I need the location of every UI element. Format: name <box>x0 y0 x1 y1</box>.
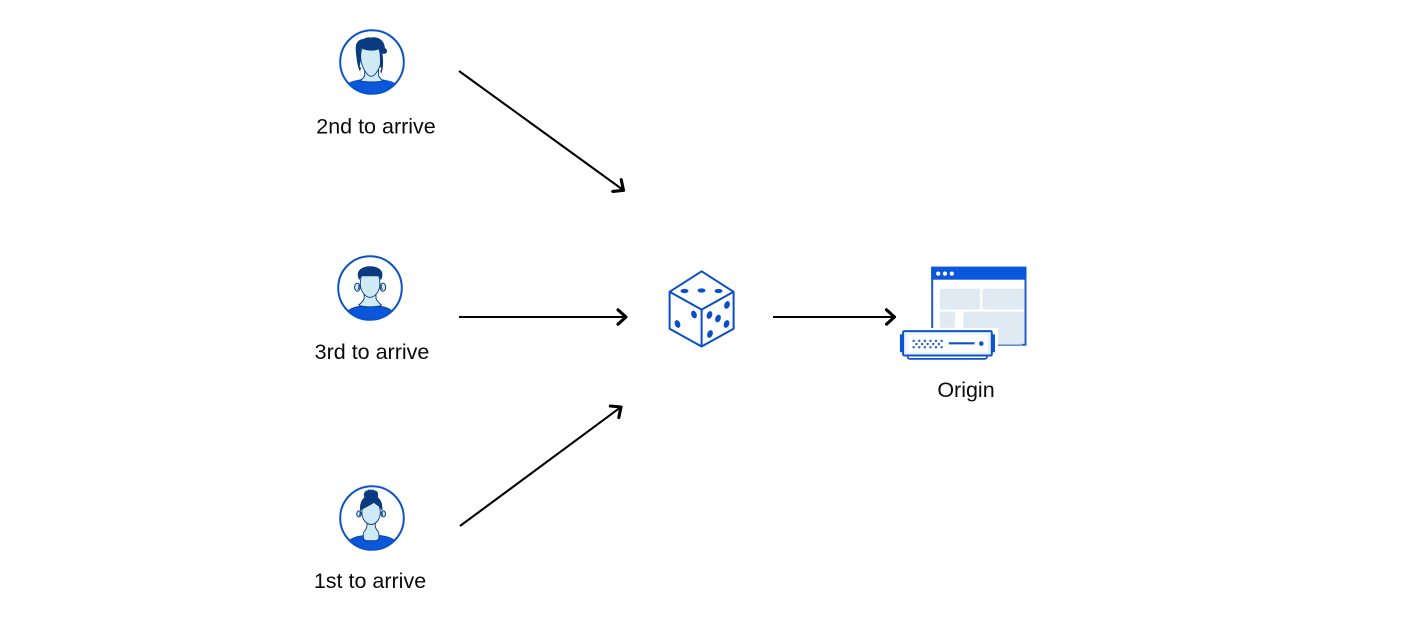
svg-text:3rd to arrive: 3rd to arrive <box>315 340 430 364</box>
svg-text:Origin: Origin <box>937 378 994 402</box>
svg-text:1st to arrive: 1st to arrive <box>314 569 426 593</box>
svg-text:2nd to arrive: 2nd to arrive <box>316 115 436 139</box>
